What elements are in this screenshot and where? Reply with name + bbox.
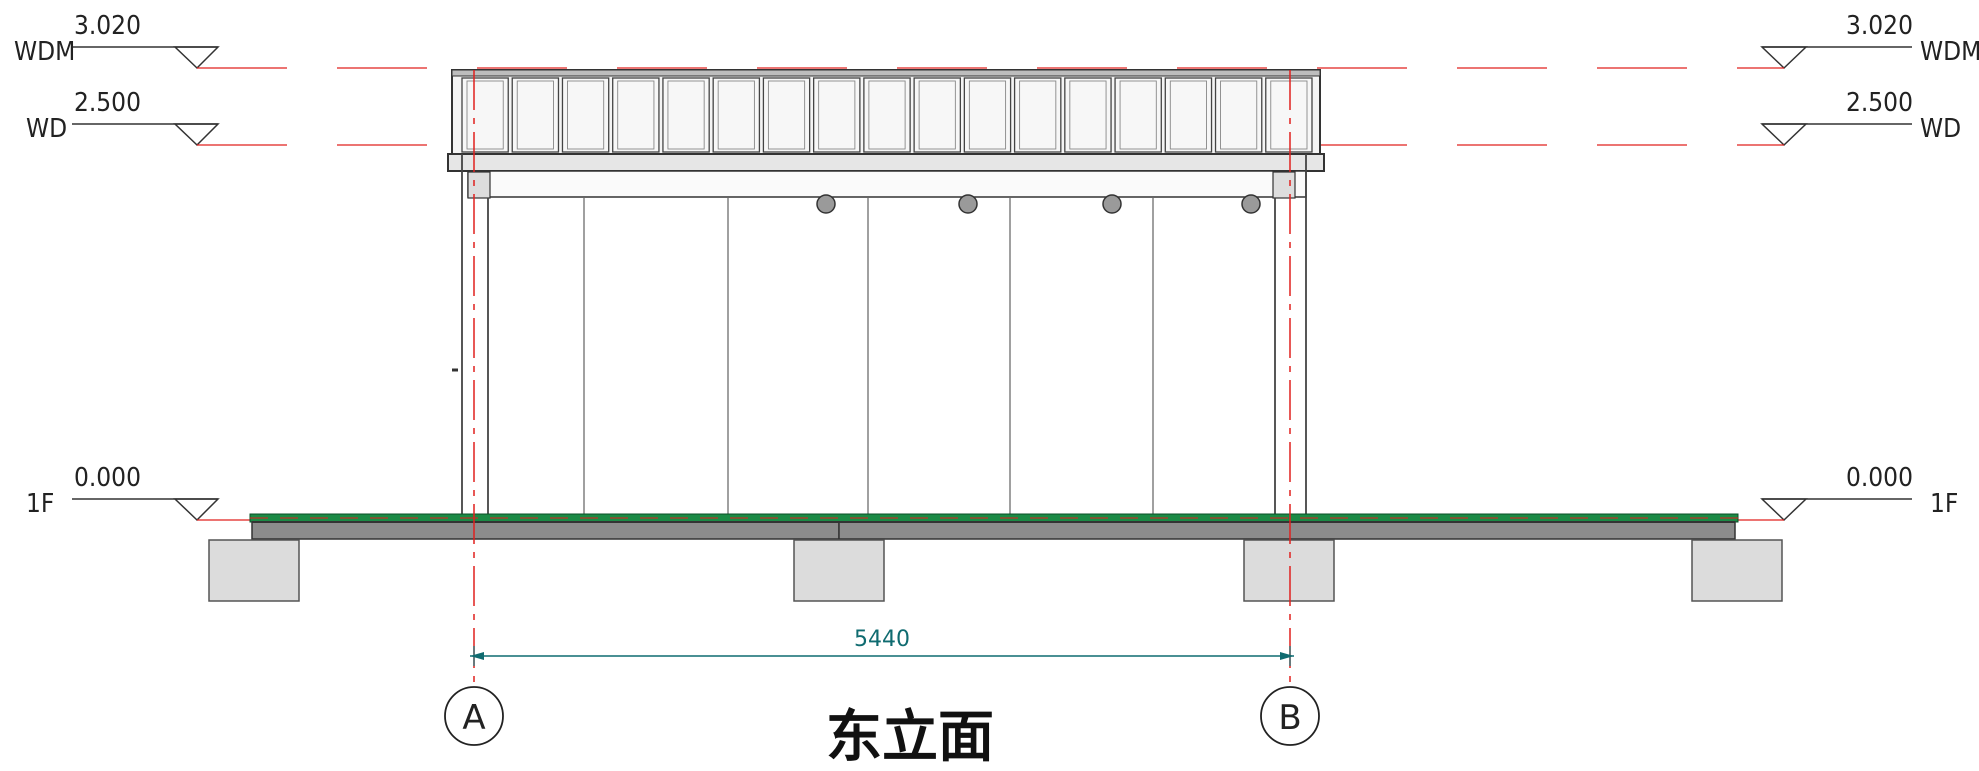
glass-mullions [583, 198, 1154, 514]
fascia-panel-inset [466, 80, 504, 150]
footing [793, 539, 885, 602]
fascia-panel-inset [667, 80, 705, 150]
fascia-panel [913, 77, 962, 153]
level-marker-1f-left: 0.000 1F [26, 463, 220, 522]
level-name-wdm-right: WDM [1920, 37, 1979, 67]
axis-label-a: A [462, 698, 485, 738]
fascia-panel [812, 77, 861, 153]
fascia-panel-inset [767, 80, 806, 150]
columns [461, 154, 1307, 514]
fascia-panel-inset [918, 80, 956, 150]
axis-centerlines [473, 70, 1291, 690]
fascia-panel [1265, 77, 1313, 153]
fascia-panel [762, 77, 811, 153]
fascia-panel-inset [1220, 80, 1258, 150]
fascia-panel [963, 77, 1012, 153]
axis-label-b: B [1278, 698, 1301, 738]
fascia-panel [863, 77, 911, 153]
fascia-panel-inset [1069, 80, 1107, 150]
floor-beam [251, 521, 1736, 540]
roof-bracket-right [1272, 171, 1296, 199]
level-name-wd-left: WD [26, 114, 67, 144]
level-value-1f-right: 0.000 [1846, 463, 1913, 493]
level-dash-lines [197, 67, 1784, 146]
level-value-wd-right: 2.500 [1846, 88, 1913, 118]
fascia-panel-inset [567, 80, 605, 150]
fascia-panel-inset [617, 80, 655, 150]
fascia-panel-inset [868, 80, 906, 150]
pendant-light-icon [1102, 194, 1122, 214]
level-value-1f-left: 0.000 [74, 463, 141, 493]
fascia-panel-inset [1119, 80, 1157, 150]
fascia-panel-inset [1270, 80, 1308, 150]
fascia-panel [1164, 77, 1213, 153]
level-marker-wd-left: 2.500 WD [26, 88, 220, 147]
level-name-1f-left: 1F [26, 489, 54, 519]
fascia-panel [1114, 77, 1162, 153]
footing [208, 539, 300, 602]
footing [1691, 539, 1783, 602]
fascia-panel [561, 77, 610, 153]
dimension-text: 5440 [854, 627, 910, 652]
level-value-wdm-left: 3.020 [74, 11, 141, 41]
fascia-panel-inset [1019, 80, 1057, 150]
fascia-panel [662, 77, 710, 153]
level-name-1f-right: 1F [1930, 489, 1958, 519]
roof-bracket-left [467, 171, 491, 199]
pendant-light-icon [816, 194, 836, 214]
fascia-panel-inset [968, 80, 1007, 150]
axis-bubble-a: A [444, 686, 504, 746]
level-value-wdm-right: 3.020 [1846, 11, 1913, 41]
level-name-wdm-left: WDM [14, 37, 75, 67]
fascia-panel-inset [818, 80, 856, 150]
fascia-panel [511, 77, 560, 153]
pendant-light-icon [958, 194, 978, 214]
roof-fascia [451, 69, 1321, 155]
drawing-title: 东立面 [826, 705, 994, 770]
fascia-panel [612, 77, 660, 153]
fascia-panel [1064, 77, 1112, 153]
footings [208, 539, 1783, 602]
fascia-panel [1013, 77, 1062, 153]
fascia-panel [712, 77, 761, 153]
level-value-wd-left: 2.500 [74, 88, 141, 118]
axis-bubble-b: B [1260, 686, 1320, 746]
pendant-lights [816, 194, 1261, 214]
level-marker-wd-right: 2.500 WD [1760, 88, 1961, 147]
fascia-panel-inset [1169, 80, 1207, 150]
level-marker-1f-right: 0.000 1F [1760, 463, 1958, 522]
level-marker-wdm-left: 3.020 WDM [14, 11, 220, 70]
roof-beam [447, 153, 1325, 172]
dimension-line: 5440 [470, 627, 1294, 666]
level-marker-wdm-right: 3.020 WDM [1760, 11, 1979, 70]
fascia-panel [461, 77, 509, 153]
fascia-panel-inset [516, 80, 554, 150]
footing [1243, 539, 1335, 602]
fascia-panels [461, 77, 1313, 153]
pendant-light-icon [1241, 194, 1261, 214]
fascia-panel [1214, 77, 1263, 153]
roof-edge-strip [467, 170, 1307, 198]
level-name-wd-right: WD [1920, 114, 1961, 144]
fascia-panel-inset [717, 80, 755, 150]
